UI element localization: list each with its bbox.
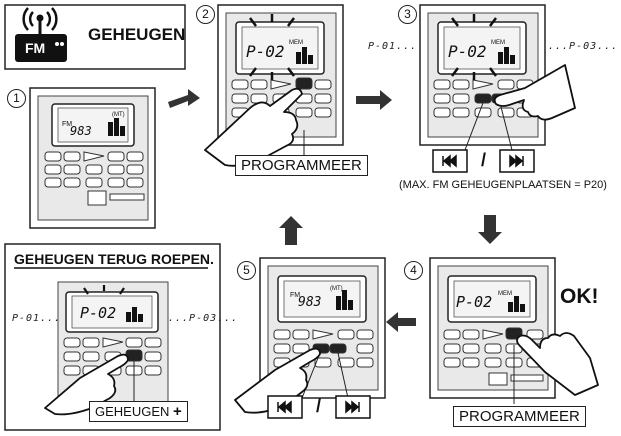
radio-signal-icon [15, 7, 67, 62]
step-number-4: 4 [404, 261, 423, 280]
page-title: GEHEUGEN [88, 25, 186, 44]
max-memory-note: (MAX. FM GEHEUGENPLAATSEN = P20) [399, 179, 607, 191]
pointing-hand-icon [44, 353, 129, 416]
prev-next-separator: / [316, 396, 322, 416]
prev-track-icon[interactable] [432, 149, 468, 173]
prev-next-separator: / [481, 150, 487, 170]
display-band: FM [62, 121, 73, 128]
display-mode: MEM [498, 291, 512, 297]
memory-plus-button-label: GEHEUGEN + [89, 401, 188, 422]
display-channel: P-02 [246, 42, 285, 61]
display-mode: (MT) [112, 112, 125, 118]
step-number-2: 2 [196, 5, 215, 24]
remote-step-1 [29, 87, 156, 229]
memory-next: ...P-03... [548, 41, 619, 52]
display-band: FM [290, 292, 301, 299]
pointing-hand-icon [493, 64, 576, 121]
remote-step-3 [419, 4, 546, 151]
memory-previous: P-01... [368, 41, 418, 52]
display-frequency: 983 [70, 124, 92, 138]
remote-step-4 [429, 257, 556, 404]
memory-plus-text: GEHEUGEN [95, 404, 170, 419]
memory-previous: P-01... [12, 313, 62, 324]
fm-icon-label: FM [25, 40, 46, 56]
display-mode: (MT) [330, 286, 343, 292]
display-mode: MEM [289, 40, 303, 46]
program-button-label: PROGRAMMEER [453, 406, 586, 427]
next-track-icon[interactable] [499, 149, 535, 173]
step-number-1: 1 [7, 89, 26, 108]
header-box [4, 4, 186, 70]
display-channel: P-02 [456, 293, 493, 311]
pointing-hand-icon [516, 332, 599, 396]
arrow-icon [168, 89, 502, 332]
display-channel: P-02 [448, 42, 487, 61]
plus-icon: + [173, 403, 182, 420]
recall-title: GEHEUGEN TERUG ROEPEN. [14, 251, 214, 267]
display-channel: P-02 [80, 304, 117, 322]
recall-box [4, 243, 221, 431]
step-number-5: 5 [237, 261, 256, 280]
display-frequency: 983 [298, 295, 322, 310]
memory-next: ...P-03... [168, 313, 239, 324]
program-button-label: PROGRAMMEER [235, 155, 368, 176]
display-mode: MEM [491, 40, 505, 46]
next-track-icon[interactable] [335, 395, 371, 419]
step-number-3: 3 [398, 5, 417, 24]
remote-step-2 [217, 4, 344, 155]
ok-confirmation: OK! [560, 285, 599, 308]
prev-track-icon[interactable] [267, 395, 303, 419]
